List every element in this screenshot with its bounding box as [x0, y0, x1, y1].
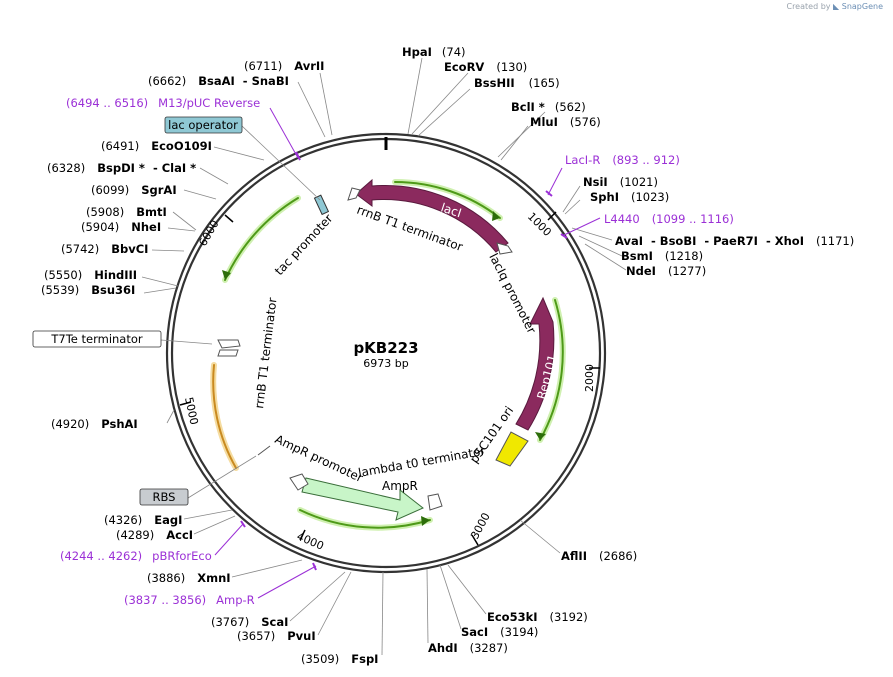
site-MluI: MluI(576)	[530, 115, 601, 129]
site-AvaI-XhoI: AvaI - BsoBI - PaeR7I - XhoI(1171)	[615, 234, 854, 248]
tick-2000: 2000	[583, 364, 596, 392]
site-leaders	[141, 57, 627, 656]
feature-pSC101-ori[interactable]	[495, 431, 529, 467]
feature-lacI-label: lacI	[439, 201, 463, 221]
site-BsaAI-SnaBI: (6662)BsaAI - SnaBI	[148, 74, 289, 88]
primer-LacI-R: LacI-R(893 .. 912)	[565, 153, 680, 167]
plasmid-name: pKB223	[353, 339, 418, 357]
site-PvuI: (3657)PvuI	[237, 629, 316, 643]
site-HpaI: HpaI(74)	[402, 45, 466, 59]
primer-leaders	[214, 107, 601, 599]
boxed-leaders	[160, 125, 321, 499]
site-EcoRV: EcoRV(130)	[444, 60, 527, 74]
feature-AmpR[interactable]	[301, 477, 424, 521]
box-T7Te-terminator-label: T7Te terminator	[50, 332, 143, 346]
site-BclI: BclI *(562)	[511, 100, 586, 114]
site-BssHII: BssHII(165)	[474, 76, 560, 90]
primer-L4440: L4440(1099 .. 1116)	[604, 212, 734, 226]
credit-prefix: Created by	[786, 2, 831, 11]
site-SacI: SacI(3194)	[461, 625, 538, 639]
orf-arcs	[210, 179, 566, 531]
label-lambda-t0-terminator: lambda t0 terminator	[357, 444, 486, 480]
restriction-sites: HpaI(74) EcoRV(130) BssHII(165) BclI *(5…	[41, 45, 854, 666]
feature-AmpR-label: AmpR	[382, 479, 418, 493]
site-EcoO109I: (6491)EcoO109I	[101, 139, 212, 153]
site-AflII: AflII(2686)	[561, 549, 637, 563]
label-AmpR-promoter: AmpR promoter	[273, 432, 365, 485]
site-NheI: (5904)NheI	[81, 220, 161, 234]
site-NsiI: NsiI(1021)	[583, 175, 658, 189]
primer-Amp-R: (3837 .. 3856)Amp-R	[124, 593, 255, 607]
feature-rrnB-T1-terminator-top[interactable]	[347, 187, 361, 201]
feature-lambda-t0-terminator[interactable]	[427, 493, 443, 511]
site-NdeI: NdeI(1277)	[626, 264, 706, 278]
site-BspDI-ClaI: (6328)BspDI * - ClaI *	[47, 161, 196, 175]
boxed-features: lac operator T7Te terminator RBS	[32, 116, 243, 506]
feature-lacIq-promoter[interactable]	[496, 242, 513, 255]
label-tac-promoter: tac promoter	[272, 211, 336, 278]
site-BmtI: (5908)BmtI	[86, 205, 167, 219]
label-lacIq-promoter: lacIq promoter	[486, 251, 538, 336]
plasmid-size: 6973 bp	[363, 357, 408, 370]
feature-AmpR-promoter[interactable]	[289, 473, 309, 491]
tick-6000: 6000	[196, 218, 221, 249]
box-lac-operator-label: lac operator	[168, 118, 238, 132]
snapgene-credit: Created by ◣ SnapGene	[786, 2, 883, 11]
site-EagI: (4326)EagI	[104, 513, 182, 527]
site-AvrII: (6711)AvrII	[244, 59, 324, 73]
primer-marks	[240, 151, 568, 571]
credit-brand: SnapGene	[841, 2, 883, 11]
label-rrnB-T1-terminator-left: rrnB T1 terminator	[252, 297, 280, 410]
feature-T7Te-terminator[interactable]	[217, 339, 241, 349]
site-BbvCI: (5742)BbvCI	[61, 242, 148, 256]
feature-rrnB-T1-terminator-left[interactable]	[217, 349, 239, 357]
box-T7Te-terminator[interactable]	[32, 330, 162, 348]
feature-tac-promoter-box[interactable]	[313, 194, 330, 216]
site-HindIII: (5550)HindIII	[44, 268, 137, 282]
primer-M13-pUC-Reverse: (6494 .. 6516)M13/pUC Reverse	[66, 96, 260, 110]
primer-pBRforEco: (4244 .. 4262)pBRforEco	[60, 549, 212, 563]
site-PshAI: (4920)PshAI	[51, 417, 138, 431]
site-XmnI: (3886)XmnI	[147, 571, 231, 585]
feature-Rep101[interactable]	[515, 296, 555, 431]
site-AccI: (4289)AccI	[116, 528, 193, 542]
site-AhdI: AhdI(3287)	[428, 641, 508, 655]
site-ScaI: (3767)ScaI	[211, 615, 288, 629]
feature-rbs-mark	[257, 445, 271, 456]
site-SphI: SphI(1023)	[590, 190, 669, 204]
primers: (6494 .. 6516)M13/pUC Reverse LacI-R(893…	[60, 96, 734, 607]
site-BsmI: BsmI(1218)	[621, 249, 703, 263]
tick-3000: 3000	[468, 511, 493, 542]
box-RBS[interactable]	[139, 488, 189, 506]
box-lac-operator[interactable]	[164, 116, 243, 134]
orf-arrowheads	[222, 211, 546, 526]
box-RBS-label: RBS	[153, 490, 176, 504]
site-FspI: (3509)FspI	[301, 652, 378, 666]
snapgene-logo-icon: ◣	[833, 2, 840, 11]
site-Eco53kI: Eco53kI(3192)	[487, 610, 588, 624]
tick-5000: 5000	[182, 396, 201, 426]
site-SgrAI: (6099)SgrAI	[91, 183, 177, 197]
site-Bsu36I: (5539)Bsu36I	[41, 283, 135, 297]
